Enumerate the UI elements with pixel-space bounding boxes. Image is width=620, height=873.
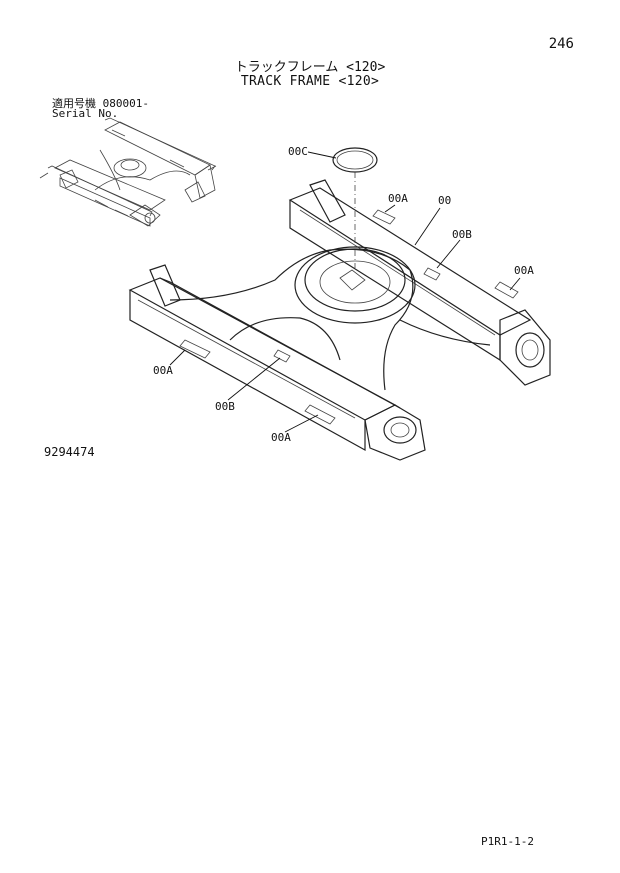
leader-lines (169, 151, 521, 433)
thumbnail-drawing (39, 117, 217, 227)
callout-00b-right: 00B (452, 228, 472, 241)
callout-00a-bottom: 00A (271, 431, 291, 444)
callout-00: 00 (438, 194, 452, 207)
callout-00a-top: 00A (388, 192, 408, 205)
page-number: 246 (548, 36, 574, 52)
callout-00a-right: 00A (514, 264, 534, 277)
title-japanese: トラックフレーム <120> (234, 60, 386, 75)
callout-00a-left: 00A (153, 364, 173, 377)
serial-label-english: Serial No. (52, 107, 119, 120)
callout-00b-left: 00B (215, 400, 235, 413)
title-english: TRACK FRAME <120> (240, 74, 380, 89)
serial-label-japanese: 適用号機 080001- (52, 97, 149, 110)
drawing-number: 9294474 (44, 445, 95, 459)
main-track-frame (128, 147, 551, 461)
callout-00c: 00C (288, 145, 308, 158)
footer-code: P1R1-1-2 (481, 835, 534, 848)
